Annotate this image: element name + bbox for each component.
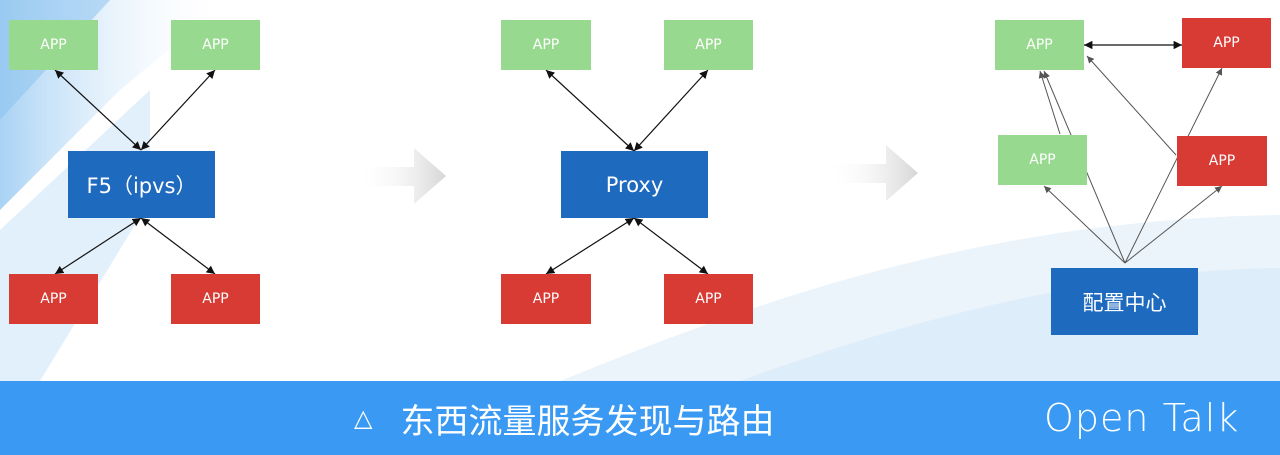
app-node: APP [995,20,1084,70]
app-node: APP [998,135,1087,185]
app-node: APP [1177,136,1267,186]
arrow-right-icon [356,148,446,204]
app-node: APP [9,20,98,70]
triangle-icon: △ [354,404,373,432]
app-node: APP [664,20,753,70]
app-node: APP [171,274,260,324]
app-node: APP [664,274,753,324]
app-node: APP [171,20,260,70]
f5-hub-node: F5（ipvs） [68,151,215,218]
caption-text: 东西流量服务发现与路由 [400,401,775,442]
app-node: APP [1182,18,1271,68]
app-node: APP [501,20,591,70]
footer-bar [0,381,1280,455]
proxy-hub-node: Proxy [561,151,708,218]
arrow-right-icon [826,145,918,201]
app-node: APP [9,274,98,324]
app-node: APP [501,274,591,324]
slide-caption: △ 东西流量服务发现与路由 [354,395,775,442]
brand-logo: Open Talk [1044,396,1240,440]
config-center-node: 配置中心 [1051,268,1198,335]
